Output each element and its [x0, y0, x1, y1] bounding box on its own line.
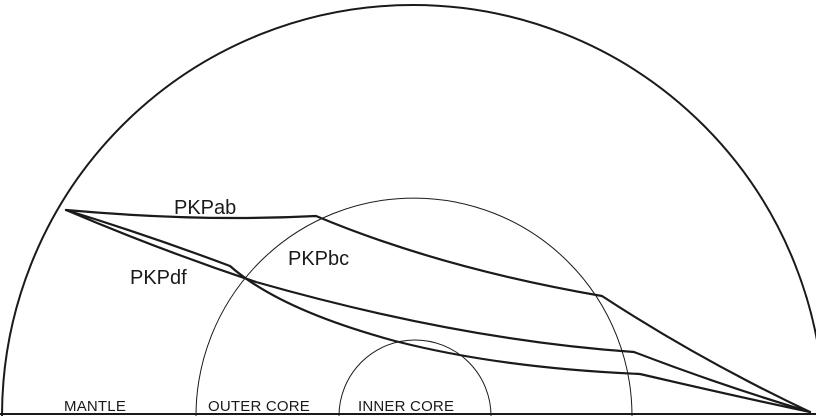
pkpdf-label: PKPdf [130, 267, 187, 289]
earth-surface-outline [1, 4, 816, 416]
inner-core-boundary [338, 339, 492, 416]
outer-core-label: OUTER CORE [208, 398, 310, 415]
pkpbc-ray-path [64, 208, 812, 414]
inner-core-label: INNER CORE [358, 398, 454, 415]
pkpdf-ray-path [64, 208, 812, 414]
pkpab-ray-path [64, 208, 812, 414]
pkpbc-label: PKPbc [288, 248, 349, 270]
mantle-label: MANTLE [64, 398, 126, 415]
pkpab-label: PKPab [174, 197, 236, 219]
outer-core-boundary [195, 197, 633, 416]
